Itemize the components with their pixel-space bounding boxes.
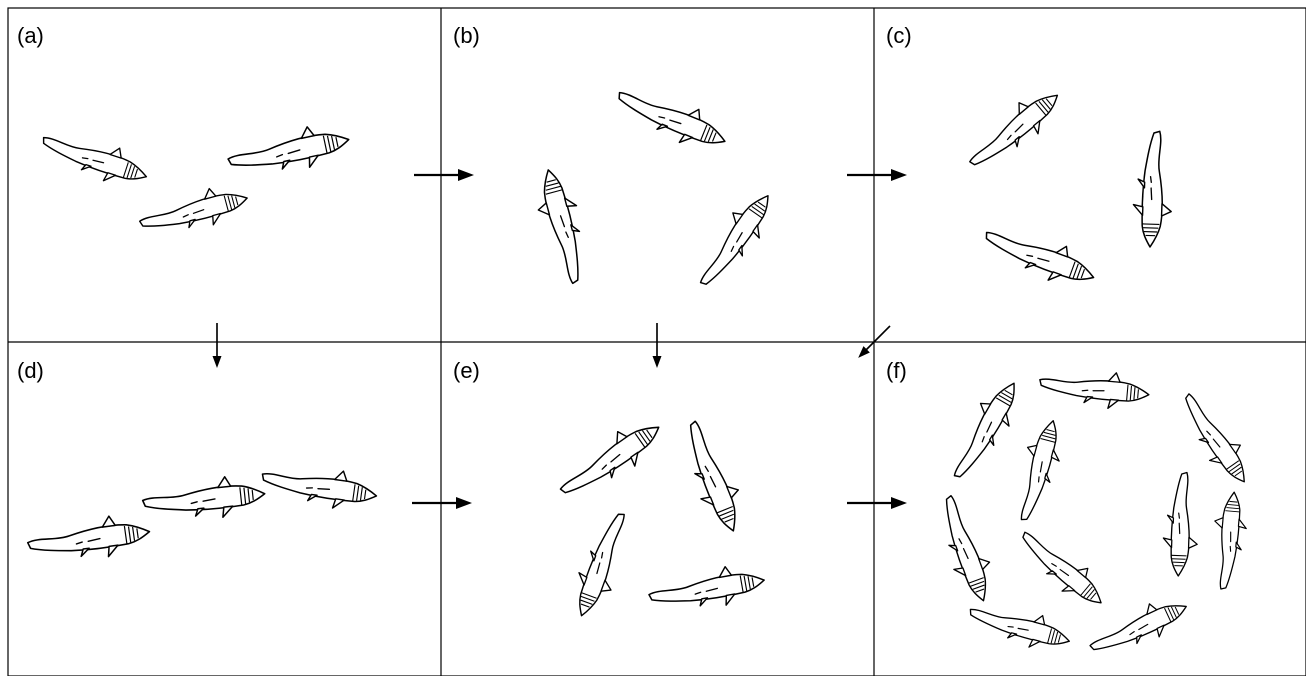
fish-icon — [964, 596, 1075, 658]
arrow-b-to-c-icon — [845, 167, 909, 183]
panel-f-label: (f) — [886, 358, 907, 383]
fish-icon — [942, 373, 1030, 488]
panel-b-label: (b) — [453, 23, 480, 48]
fish-icon — [645, 559, 769, 619]
fish-icon — [140, 472, 268, 527]
panel-a-fish-group — [35, 118, 354, 244]
fish-icon — [135, 179, 253, 244]
fish-icon — [1037, 365, 1152, 413]
panel-e-fish-group — [551, 410, 769, 623]
fish-icon — [1208, 490, 1250, 592]
fish-icon — [1008, 415, 1070, 526]
fish-icon — [528, 164, 597, 288]
fish-icon — [1131, 129, 1175, 249]
panel-b-fish-group — [528, 78, 783, 297]
arrow-e-to-f-icon — [845, 495, 909, 511]
fish-icon — [35, 124, 153, 194]
arrow-b-to-e-icon — [651, 322, 663, 369]
fish-icon — [258, 459, 380, 515]
arrow-a-to-d-icon — [211, 322, 223, 369]
fish-icon — [24, 510, 153, 569]
panel-c-label: (c) — [886, 23, 912, 48]
panel-d-label: (d) — [17, 358, 44, 383]
fish-icon — [609, 78, 734, 159]
fish-icon — [1161, 471, 1201, 578]
fish-icon — [1010, 521, 1114, 616]
fish-icon — [688, 184, 783, 297]
panel-labels: (a) (b) (c) (d) (e) (f) — [17, 23, 912, 383]
fish-icon — [929, 490, 1002, 608]
panel-d-fish-group — [24, 459, 380, 569]
panel-c-fish-group — [960, 80, 1175, 296]
arrow-a-to-b-icon — [412, 167, 476, 183]
fish-icon — [224, 118, 354, 185]
fish-icon — [672, 415, 753, 539]
panel-a-label: (a) — [17, 23, 44, 48]
fish-icon — [977, 218, 1102, 296]
fish-icon — [564, 505, 638, 623]
panel-f-fish-group — [929, 365, 1260, 666]
arrow-d-to-e-icon — [410, 495, 474, 511]
fish-icon — [551, 410, 670, 510]
panel-e-label: (e) — [453, 358, 480, 383]
fish-icon — [960, 80, 1070, 180]
